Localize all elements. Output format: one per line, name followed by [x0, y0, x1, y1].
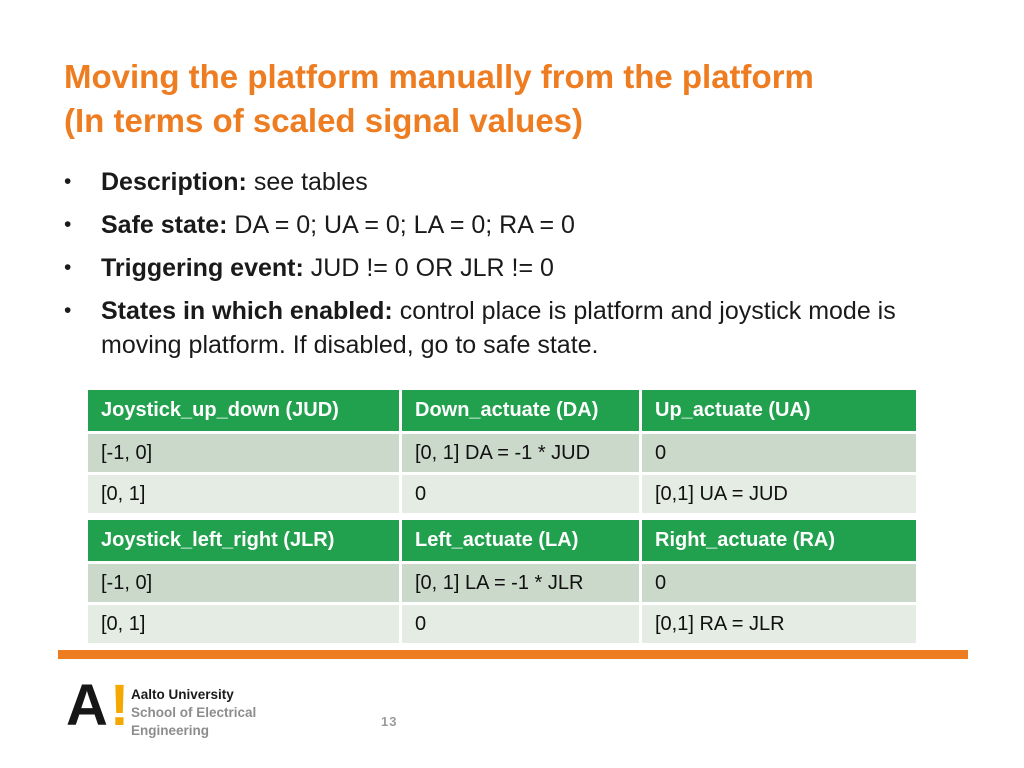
- table-header-row: Joystick_up_down (JUD) Down_actuate (DA)…: [88, 390, 916, 431]
- table-cell: [0, 1]: [88, 605, 399, 643]
- org-line-school: School of Electrical: [131, 705, 257, 720]
- bullet-list: • Description: see tables • Safe state: …: [64, 165, 912, 371]
- bullet-content: Triggering event: JUD != 0 OR JLR != 0: [101, 251, 554, 285]
- table-row: [-1, 0] [0, 1] LA = -1 * JLR 0: [88, 564, 916, 602]
- slide-title: Moving the platform manually from the pl…: [64, 55, 964, 143]
- table-header-cell: Joystick_left_right (JLR): [88, 520, 399, 561]
- bullet-label: Safe state:: [101, 211, 228, 239]
- table-cell: [0, 1]: [88, 475, 399, 513]
- table-cell: [-1, 0]: [88, 434, 399, 472]
- org-line-university: Aalto University: [131, 687, 234, 702]
- table-joystick-left-right: Joystick_left_right (JLR) Left_actuate (…: [88, 520, 916, 643]
- logo-letter-a: A: [66, 673, 108, 738]
- bullet-content: Safe state: DA = 0; UA = 0; LA = 0; RA =…: [101, 208, 575, 242]
- org-line-engineering: Engineering: [131, 723, 210, 738]
- table-header-cell: Joystick_up_down (JUD): [88, 390, 399, 431]
- table-header-cell: Down_actuate (DA): [402, 390, 639, 431]
- table-cell: [-1, 0]: [88, 564, 399, 602]
- bullet-body: control place is platform and joystick m…: [101, 297, 896, 359]
- table-cell: [0,1] RA = JLR: [642, 605, 916, 643]
- logo-exclamation-icon: !: [109, 673, 130, 738]
- bullet-item-safe-state: • Safe state: DA = 0; UA = 0; LA = 0; RA…: [64, 208, 912, 242]
- table-cell: 0: [402, 475, 639, 513]
- bullet-label: Triggering event:: [101, 254, 304, 282]
- table-header-cell: Up_actuate (UA): [642, 390, 916, 431]
- bullet-marker-icon: •: [64, 170, 72, 193]
- title-line-1: Moving the platform manually from the pl…: [64, 58, 814, 95]
- table-cell: 0: [642, 434, 916, 472]
- table-cell: [0,1] UA = JUD: [642, 475, 916, 513]
- bullet-item-description: • Description: see tables: [64, 165, 912, 199]
- bullet-marker-icon: •: [64, 256, 72, 279]
- bullet-marker-icon: •: [64, 213, 72, 236]
- bullet-label: Description:: [101, 168, 247, 196]
- table-cell: 0: [642, 564, 916, 602]
- table-header-row: Joystick_left_right (JLR) Left_actuate (…: [88, 520, 916, 561]
- orange-divider-rule: [58, 650, 968, 659]
- table-joystick-up-down: Joystick_up_down (JUD) Down_actuate (DA)…: [88, 390, 916, 513]
- bullet-body: see tables: [253, 168, 368, 196]
- bullet-content: Description: see tables: [101, 165, 368, 199]
- bullet-content: States in which enabled: control place i…: [101, 294, 906, 362]
- page-number: 13: [381, 714, 398, 729]
- table-cell: [0, 1] DA = -1 * JUD: [402, 434, 639, 472]
- bullet-body: DA = 0; UA = 0; LA = 0; RA = 0: [234, 211, 575, 239]
- org-name-block: Aalto University School of Electrical En…: [131, 686, 256, 740]
- table-cell: [0, 1] LA = -1 * JLR: [402, 564, 639, 602]
- table-row: [0, 1] 0 [0,1] UA = JUD: [88, 475, 916, 513]
- bullet-label: States in which enabled:: [101, 297, 393, 325]
- bullet-item-states-enabled: • States in which enabled: control place…: [64, 294, 912, 362]
- aalto-logo: A !: [66, 673, 130, 738]
- bullet-body: JUD != 0 OR JLR != 0: [310, 254, 554, 282]
- bullet-marker-icon: •: [64, 299, 72, 322]
- signal-tables: Joystick_up_down (JUD) Down_actuate (DA)…: [88, 390, 916, 646]
- bullet-item-triggering-event: • Triggering event: JUD != 0 OR JLR != 0: [64, 251, 912, 285]
- table-header-cell: Left_actuate (LA): [402, 520, 639, 561]
- table-cell: 0: [402, 605, 639, 643]
- title-line-2: (In terms of scaled signal values): [64, 102, 584, 139]
- table-row: [-1, 0] [0, 1] DA = -1 * JUD 0: [88, 434, 916, 472]
- table-row: [0, 1] 0 [0,1] RA = JLR: [88, 605, 916, 643]
- table-header-cell: Right_actuate (RA): [642, 520, 916, 561]
